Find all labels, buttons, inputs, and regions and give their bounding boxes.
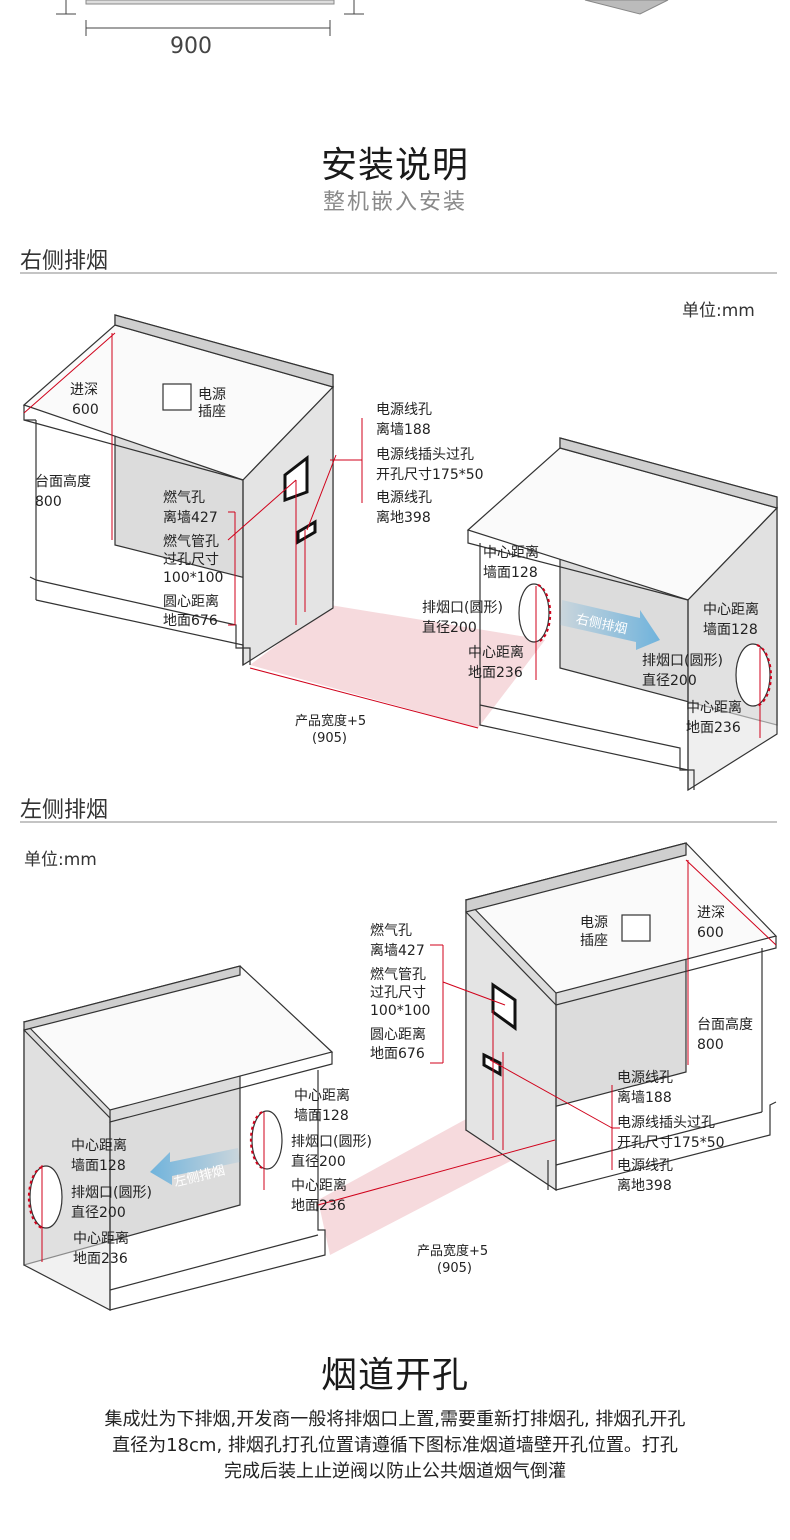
l-power-wall-b: 离墙188: [617, 1090, 672, 1106]
l-plug-b: 开孔尺寸175*50: [617, 1135, 725, 1151]
right-floor: [250, 605, 545, 728]
page-title: 安装说明: [320, 145, 469, 186]
l-gas-pipe-c: 100*100: [370, 1003, 431, 1019]
l-socket-b: 插座: [580, 933, 608, 949]
right-cabinet-2: [466, 437, 779, 792]
right-unit: 单位:mm: [682, 301, 755, 321]
left-cabinet-1: [22, 965, 334, 1311]
r-width-b: (905): [312, 731, 347, 746]
l-gas-pipe-b: 过孔尺寸: [370, 985, 426, 1001]
l-exhaust1-b: 直径200: [291, 1154, 346, 1170]
r-width-a: 产品宽度+5: [295, 714, 367, 729]
l-c1-floor-a: 中心距离: [291, 1178, 347, 1194]
left-dimension-lines: [41, 859, 777, 1262]
page-subtitle: 整机嵌入安装: [322, 190, 467, 215]
l-socket-a: 电源: [580, 915, 608, 931]
r-c2-floor-b: 地面236: [686, 720, 741, 736]
l-power-floor-b: 离地398: [617, 1178, 672, 1194]
left-cabinet-2: [464, 842, 778, 1192]
l-power-floor-a: 电源线孔: [617, 1158, 673, 1174]
r-gas-pipe-a: 燃气管孔: [163, 534, 219, 550]
l-depth-a: 进深: [697, 905, 725, 921]
l-depth-b: 600: [697, 925, 724, 941]
l-gas-floor-b: 地面676: [370, 1046, 425, 1062]
l-gas-pipe-a: 燃气管孔: [370, 967, 426, 983]
r-counter-b: 800: [35, 494, 62, 510]
r-gas-floor-a: 圆心距离: [163, 594, 219, 610]
l-exhaust1-a: 排烟口(圆形): [291, 1134, 372, 1150]
r-power-wall-b: 离墙188: [376, 422, 431, 438]
r-depth-b: 600: [72, 402, 99, 418]
l-c1-floor-b: 地面236: [291, 1198, 346, 1214]
r-c1-wall-b: 墙面128: [483, 565, 538, 581]
l-c2-floor-b: 地面236: [73, 1251, 128, 1267]
r-power-wall-a: 电源线孔: [376, 402, 432, 418]
left-exhaust-arrow: [150, 1148, 240, 1185]
r-socket-b: 插座: [198, 404, 226, 420]
left-section-title: 左侧排烟: [20, 798, 109, 823]
right-section-title: 右侧排烟: [20, 249, 109, 274]
r-power-floor-a: 电源线孔: [376, 490, 432, 506]
l-exhaust2-a: 排烟口(圆形): [71, 1185, 152, 1201]
l-c2-wall-a: 中心距离: [71, 1138, 127, 1154]
r-plug-a: 电源线插头过孔: [376, 447, 474, 463]
l-c2-floor-a: 中心距离: [73, 1231, 129, 1247]
r-gas-pipe-c: 100*100: [163, 570, 224, 586]
right-dimension-lines: [23, 332, 761, 738]
flue-line-3: 完成后装上止逆阀以防止公共烟道烟气倒灌: [224, 1461, 566, 1482]
r-c1-wall-a: 中心距离: [483, 545, 539, 561]
r-plug-b: 开孔尺寸175*50: [376, 467, 484, 483]
l-c1-wall-a: 中心距离: [294, 1088, 350, 1104]
l-c2-wall-b: 墙面128: [71, 1158, 126, 1174]
top-dimension: 900: [170, 34, 212, 59]
r-c1-floor-a: 中心距离: [468, 645, 524, 661]
r-c2-floor-a: 中心距离: [686, 700, 742, 716]
r-counter-a: 台面高度: [35, 474, 91, 490]
r-depth-a: 进深: [70, 382, 98, 398]
l-c1-wall-b: 墙面128: [294, 1108, 349, 1124]
flue-line-2: 直径为18cm, 排烟孔打孔位置请遵循下图标准烟道墙壁开孔位置。打孔: [112, 1435, 678, 1456]
top-cabinet-fragment: [56, 0, 669, 36]
r-c1-floor-b: 地面236: [468, 665, 523, 681]
left-floor: [318, 1118, 555, 1255]
r-c2-wall-b: 墙面128: [703, 622, 758, 638]
right-cabinet-1: [22, 314, 335, 667]
l-gas-floor-a: 圆心距离: [370, 1027, 426, 1043]
r-exhaust2-b: 直径200: [642, 673, 697, 689]
r-exhaust1-b: 直径200: [422, 620, 477, 636]
right-exhaust-arrow: [560, 600, 660, 650]
l-counter-a: 台面高度: [697, 1017, 753, 1033]
l-gas-wall-b: 离墙427: [370, 943, 425, 959]
r-gas-wall-a: 燃气孔: [163, 490, 205, 506]
r-power-floor-b: 离地398: [376, 510, 431, 526]
r-exhaust2-a: 排烟口(圆形): [642, 653, 723, 669]
l-plug-a: 电源线插头过孔: [617, 1115, 715, 1131]
flue-line-1: 集成灶为下排烟,开发商一般将排烟口上置,需要重新打排烟孔, 排烟孔开孔: [104, 1409, 686, 1430]
r-gas-pipe-b: 过孔尺寸: [163, 552, 219, 568]
l-width-a: 产品宽度+5: [417, 1244, 489, 1259]
l-gas-wall-a: 燃气孔: [370, 923, 412, 939]
r-gas-wall-b: 离墙427: [163, 510, 218, 526]
l-width-b: (905): [437, 1261, 472, 1276]
r-c2-wall-a: 中心距离: [703, 602, 759, 618]
l-exhaust2-b: 直径200: [71, 1205, 126, 1221]
flue-title: 烟道开孔: [320, 1355, 469, 1396]
r-exhaust1-a: 排烟口(圆形): [422, 600, 503, 616]
l-power-wall-a: 电源线孔: [617, 1070, 673, 1086]
r-gas-floor-b: 地面676: [163, 613, 218, 629]
r-socket-a: 电源: [198, 387, 226, 403]
left-unit: 单位:mm: [24, 850, 97, 870]
l-counter-b: 800: [697, 1037, 724, 1053]
